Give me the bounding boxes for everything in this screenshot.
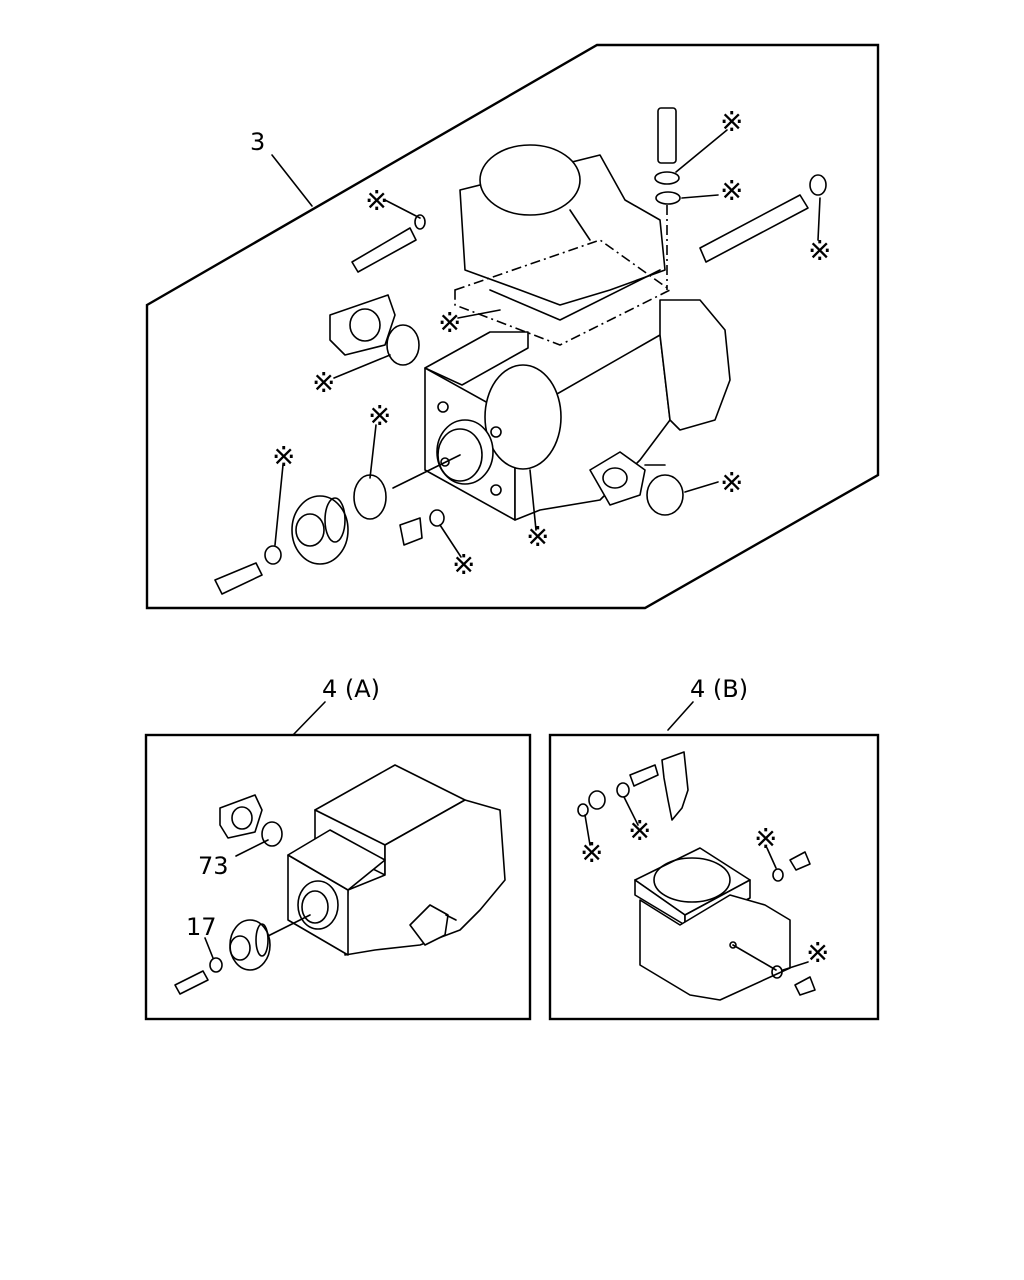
right-shaft <box>699 174 827 263</box>
main-assembly-panel: 3 <box>145 43 880 610</box>
leader-b3 <box>766 847 777 869</box>
variant-a-flange-gasket <box>219 794 283 847</box>
pump-body <box>424 299 731 521</box>
asterisk-mark: ※ <box>272 440 295 473</box>
left-shaft <box>351 214 426 273</box>
callout-73: 73 <box>198 852 229 880</box>
leader-b2 <box>584 814 591 846</box>
variant-b-frame <box>548 733 880 1021</box>
leader-17 <box>204 937 214 959</box>
variant-b-panel: 4 (B) ※ ※ ※ ※ <box>548 675 880 1021</box>
variant-a-panel: 4 (A) 73 17 <box>144 675 532 1021</box>
callout-3: 3 <box>250 128 265 156</box>
variant-a-pump <box>287 764 506 956</box>
asterisk-mark: ※ <box>720 174 743 207</box>
callout-4b: 4 (B) <box>690 675 748 703</box>
variant-b-housing <box>634 847 816 1001</box>
variant-a-frame <box>144 733 532 1021</box>
asterisk-mark: ※ <box>628 814 651 847</box>
leader-4a <box>292 701 326 736</box>
callout-4a: 4 (A) <box>322 675 380 703</box>
asterisk-mark: ※ <box>365 184 388 217</box>
asterisk-mark: ※ <box>580 836 603 869</box>
leader-73 <box>235 839 269 857</box>
drive-pulley <box>214 454 684 595</box>
asterisk-mark: ※ <box>452 548 475 581</box>
asterisk-mark: ※ <box>438 306 461 339</box>
asterisk-mark: ※ <box>754 822 777 855</box>
asterisk-mark: ※ <box>808 234 831 267</box>
asterisk-mark: ※ <box>526 520 549 553</box>
main-assembly-frame <box>145 43 880 610</box>
asterisk-mark: ※ <box>720 466 743 499</box>
variant-b-bracket <box>577 751 689 821</box>
asterisk-mark: ※ <box>720 105 743 138</box>
leader-lines-main <box>274 129 821 558</box>
leader-4b <box>667 701 694 731</box>
leader-b4 <box>782 961 809 971</box>
leader-3 <box>271 154 313 207</box>
asterisk-mark: ※ <box>312 366 335 399</box>
top-cover-plate <box>454 144 672 346</box>
leader-b1 <box>623 796 639 826</box>
callout-17: 17 <box>186 913 217 941</box>
asterisk-mark: ※ <box>806 936 829 969</box>
asterisk-mark: ※ <box>368 399 391 432</box>
flange-gasket <box>329 294 420 366</box>
top-fitting <box>654 107 681 290</box>
variant-a-pulley <box>174 914 311 995</box>
